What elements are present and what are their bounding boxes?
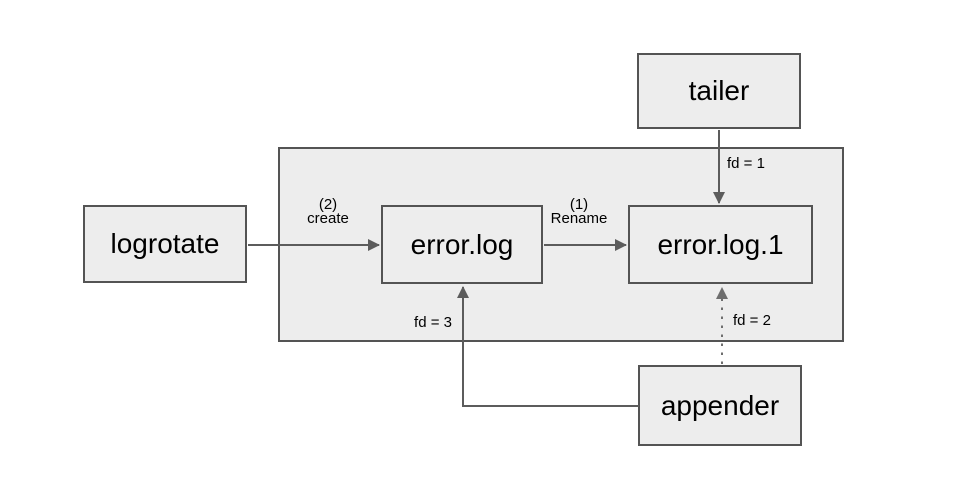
node-tailer: tailer bbox=[637, 53, 801, 129]
node-logrotate: logrotate bbox=[83, 205, 247, 283]
node-appender-label: appender bbox=[660, 389, 780, 421]
edge-label-create-step: (2) bbox=[318, 196, 338, 213]
node-logrotate-label: logrotate bbox=[110, 228, 220, 259]
edge-label-fd3: fd = 3 bbox=[414, 314, 452, 331]
edge-label-rename: (1) Rename bbox=[539, 196, 619, 227]
edge-label-fd1: fd = 1 bbox=[727, 155, 765, 172]
node-error-log-1: error.log.1 bbox=[628, 205, 813, 284]
node-tailer-label: tailer bbox=[688, 75, 750, 106]
node-appender: appender bbox=[638, 365, 802, 446]
edge-label-rename-step: (1) bbox=[569, 196, 589, 213]
edge-label-create: (2) create bbox=[288, 196, 368, 227]
edge-label-fd2: fd = 2 bbox=[733, 312, 771, 329]
node-error-log-1-label: error.log.1 bbox=[657, 228, 784, 260]
edge-label-rename-action: Rename bbox=[550, 210, 608, 227]
node-error-log-label: error.log bbox=[410, 228, 514, 260]
edge-label-create-action: create bbox=[307, 210, 349, 227]
node-error-log: error.log bbox=[381, 205, 543, 284]
